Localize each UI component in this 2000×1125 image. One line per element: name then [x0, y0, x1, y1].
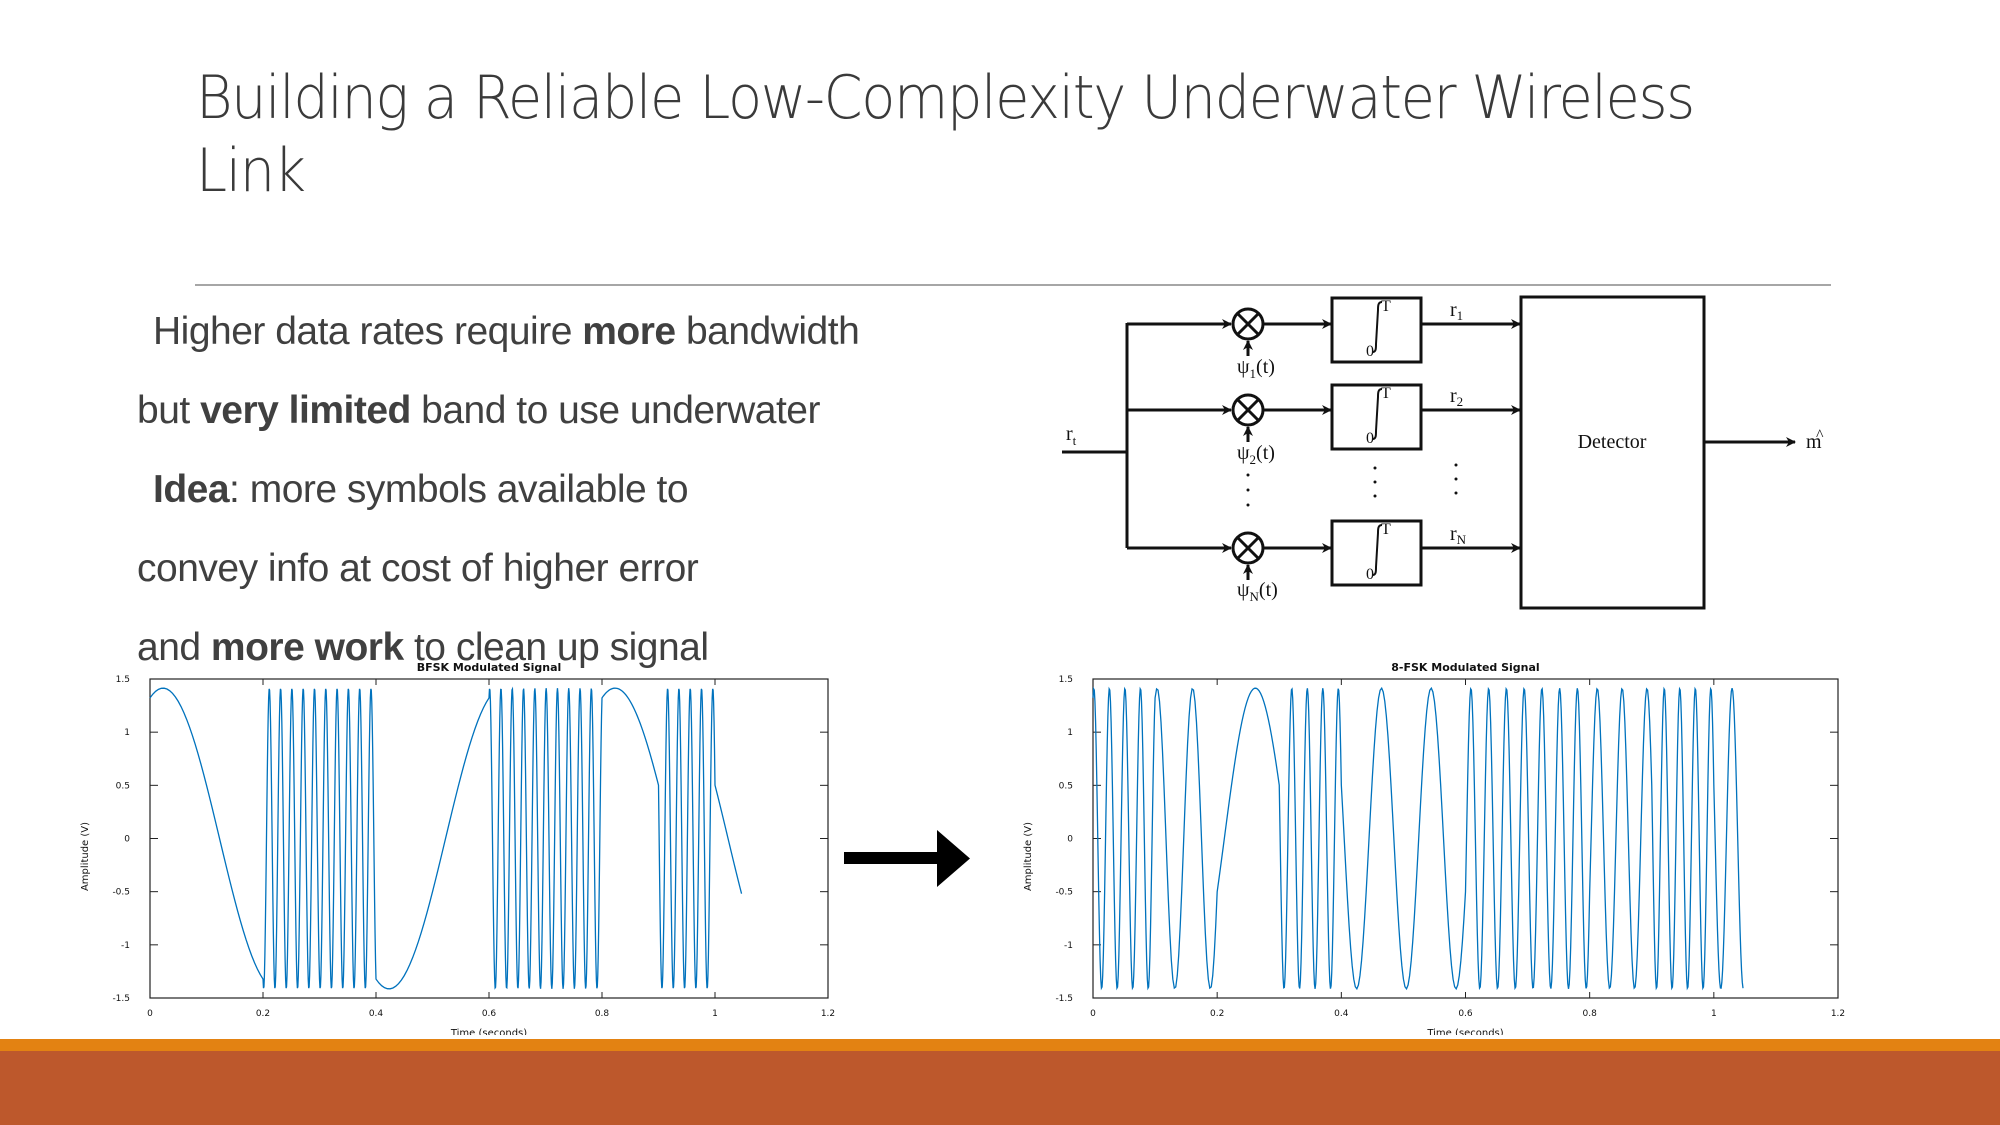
body-text-run: : more symbols available to	[229, 468, 689, 511]
body-line: but very limited band to use underwater	[137, 371, 997, 450]
y-tick-label: 0	[124, 835, 130, 845]
input-label: rt	[1066, 423, 1077, 448]
estimate-hat: ^	[1816, 427, 1824, 444]
right-arrow-icon	[844, 830, 970, 887]
body-text-run: convey info at cost of higher error	[137, 547, 699, 590]
estimate-label: m	[1806, 431, 1822, 453]
x-tick-label: 1	[712, 1009, 718, 1019]
y-tick-label: 1	[1067, 728, 1073, 738]
title-divider	[195, 284, 1831, 286]
body-text-run: to clean up signal	[403, 626, 709, 669]
x-tick-label: 0	[1090, 1009, 1096, 1019]
integral-upper-n: T	[1381, 521, 1391, 538]
integral-lower-n: 0	[1366, 566, 1374, 583]
detector-label: Detector	[1578, 431, 1647, 453]
y-tick-label: -1.5	[1055, 994, 1073, 1004]
integral-lower-1: 0	[1366, 343, 1374, 360]
footer-band	[0, 1051, 2000, 1125]
body-text-run: and	[137, 626, 211, 669]
emphasis-text: more	[582, 310, 676, 353]
body-text-run: bandwidth	[675, 310, 860, 353]
y-tick-label: -1.5	[112, 994, 130, 1004]
x-axis-label: Time (seconds)	[450, 1028, 527, 1035]
body-line: Idea: more symbols available to	[137, 450, 997, 529]
x-tick-label: 0.4	[1334, 1009, 1349, 1019]
ellipsis-dots	[1246, 463, 1458, 507]
integrator-box-n	[1330, 519, 1423, 587]
8fsk-chart: 8-FSK Modulated Signal 0 0.2 0.4 0.6 0.8 1 1.2 -…	[1023, 661, 1845, 1035]
integral-sign-n	[1372, 524, 1383, 576]
x-tick-label: 0.2	[1210, 1009, 1224, 1019]
x-tick-label: 0.4	[369, 1009, 384, 1019]
body-text-run: but	[137, 389, 201, 432]
basis-label-1: ψ1(t)	[1237, 356, 1275, 381]
body-line: convey info at cost of higher error	[137, 529, 997, 608]
footer-accent-stripe	[0, 1039, 2000, 1051]
output-label-n: rN	[1450, 523, 1467, 547]
plot-frame	[149, 678, 829, 999]
x-tick-label: 0.6	[1458, 1009, 1473, 1019]
chart-title: BFSK Modulated Signal	[417, 661, 562, 674]
x-tick-label: 0	[147, 1009, 153, 1019]
multiplier-2	[1231, 393, 1265, 427]
emphasis-text: more work	[210, 626, 404, 669]
integral-sign-2	[1372, 388, 1383, 440]
detector-box	[1519, 295, 1706, 610]
basis-label-2: ψ2(t)	[1237, 442, 1275, 467]
body-line: and more work to clean up signal	[137, 608, 997, 687]
y-tick-label: -0.5	[112, 888, 130, 898]
y-tick-label: -1	[121, 941, 130, 951]
signal-line	[1092, 686, 1744, 991]
output-label-2: r2	[1450, 385, 1463, 409]
x-tick-label: 0.6	[482, 1009, 497, 1019]
emphasis-text: very limited	[200, 389, 411, 432]
body-text-run: band to use underwater	[410, 389, 820, 432]
y-axis-label: Amplitude (V)	[80, 822, 91, 891]
body-text-run: Higher data rates require	[153, 310, 583, 353]
signal-line	[149, 686, 743, 990]
y-tick-label: 0	[1067, 835, 1073, 845]
y-tick-label: 0.5	[116, 781, 130, 791]
integral-upper-1: T	[1381, 298, 1391, 315]
integrator-box-1	[1330, 296, 1423, 364]
chart-title: 8-FSK Modulated Signal	[1391, 661, 1539, 674]
y-axis-label: Amplitude (V)	[1023, 822, 1034, 891]
y-tick-label: 1.5	[116, 675, 130, 685]
y-tick-label: 1.5	[1059, 675, 1073, 685]
y-tick-label: -0.5	[1055, 888, 1073, 898]
multiplier-n	[1231, 531, 1265, 565]
basis-label-n: ψN(t)	[1237, 579, 1278, 604]
x-tick-label: 0.2	[256, 1009, 270, 1019]
y-tick-label: 0.5	[1059, 781, 1073, 791]
x-axis-label: Time (seconds)	[1426, 1028, 1503, 1035]
output-label-1: r1	[1450, 299, 1463, 323]
multiplier-1	[1231, 307, 1265, 341]
body-text: Higher data rates require more bandwidth…	[137, 292, 997, 687]
slide-title: Building a Reliable Low-Complexity Under…	[196, 63, 1695, 206]
integral-lower-2: 0	[1366, 430, 1374, 447]
integral-upper-2: T	[1381, 385, 1391, 402]
body-line: Higher data rates require more bandwidth	[137, 292, 997, 371]
x-tick-label: 1.2	[1831, 1009, 1845, 1019]
y-tick-label: -1	[1064, 941, 1073, 951]
bfsk-chart: BFSK Modulated Signal 0 0.2 0.4 0.6 0.8 1 1.2 -1…	[80, 661, 835, 1035]
integrator-box-2	[1330, 383, 1423, 451]
x-tick-label: 0.8	[595, 1009, 610, 1019]
integral-sign-1	[1372, 301, 1383, 353]
x-tick-label: 1.2	[821, 1009, 835, 1019]
emphasis-text: Idea	[153, 468, 230, 511]
y-tick-label: 1	[124, 728, 130, 738]
x-tick-label: 0.8	[1583, 1009, 1598, 1019]
x-tick-label: 1	[1711, 1009, 1717, 1019]
